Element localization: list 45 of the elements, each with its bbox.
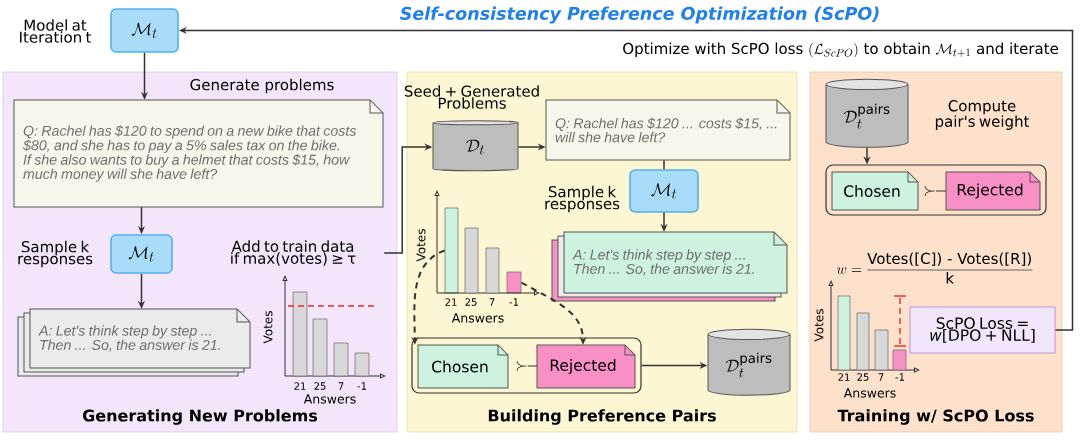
tick-label: 7 <box>489 298 495 306</box>
pair-box <box>411 337 642 394</box>
document: A: Let's think step by step ... Then ... So, the answer is 21. <box>17 308 251 377</box>
answer-card: Rejected <box>536 344 636 389</box>
tick-label: 25 <box>465 298 477 306</box>
tick-label: 21 <box>294 382 306 390</box>
database-cylinder: $\mathcal{D}_t^{\text{pairs}}$ <box>707 328 791 396</box>
bar <box>444 207 459 294</box>
loss-box: ScPO Loss = w[DPO + NLL] <box>909 306 1056 354</box>
axis-label: Votes <box>263 311 273 344</box>
tick-label: 7 <box>338 382 344 390</box>
tick-label: 25 <box>857 373 869 381</box>
node-caption: Sample k responses <box>545 185 620 213</box>
answer-card: Chosen <box>831 171 919 211</box>
model-box: $\mathcal{M}_t$ <box>110 234 173 274</box>
axis-label: Answers <box>843 388 896 398</box>
bar <box>506 271 522 294</box>
tick-label: 21 <box>838 373 850 381</box>
node-caption: Sample k responses <box>18 240 93 268</box>
node-caption: Compute pair's weight <box>935 100 1030 130</box>
title: Self-consistency Preference Optimization (ScPO) <box>400 6 879 24</box>
axis-label: Votes <box>416 229 426 262</box>
document: A: Let's think step by step ... Then ... So, the answer is 21. <box>551 231 788 302</box>
tick-label: 7 <box>878 373 884 381</box>
document: Q: Rachel has $120 ... costs $15, ... will she have left? <box>545 99 791 161</box>
document: Q: Rachel has $120 to spend on a new bike that costs $80, and she has to pay a 5% sales tax on the bike. If she also wants to buy a helmet that costs $15, how much money will she have left? <box>13 99 384 208</box>
answer-card: Rejected <box>945 171 1041 211</box>
tick-label: -1 <box>895 373 905 381</box>
database-cylinder: $\mathcal{D}_t^{\text{pairs}}$ <box>825 78 909 148</box>
database-cylinder: $\mathcal{D}_t$ <box>432 120 519 172</box>
weight-formula: $w = \frac{\text{Votes([C]) - Votes([R])}}{\text{k}}$ <box>836 252 1033 284</box>
edge-label: $\text{Optimize with ScPO loss } (\mathcal{L}_{ScPO}) \text{ to obtain } \mathcal{M}_{t+1} \text{ and iterate}$ <box>621 41 1060 59</box>
answer-card: Chosen <box>417 344 509 389</box>
node-caption: Seed + Generated Problems <box>404 85 539 109</box>
tick-label: -1 <box>357 382 367 390</box>
model-box: $\mathcal{M}_t$ <box>110 8 179 53</box>
axis-label: Votes <box>814 309 824 342</box>
note-text: Add to train data if max(votes) ≥ τ <box>231 240 356 266</box>
node-caption: Model at Iteration t <box>20 19 92 43</box>
axis-label: Answers <box>451 313 504 323</box>
edge-label: Generate problems <box>190 78 334 94</box>
pair-box <box>825 164 1047 216</box>
tick-label: 25 <box>314 382 326 390</box>
axis-label: Answers <box>303 394 356 404</box>
model-box: $\mathcal{M}_t$ <box>629 169 699 213</box>
